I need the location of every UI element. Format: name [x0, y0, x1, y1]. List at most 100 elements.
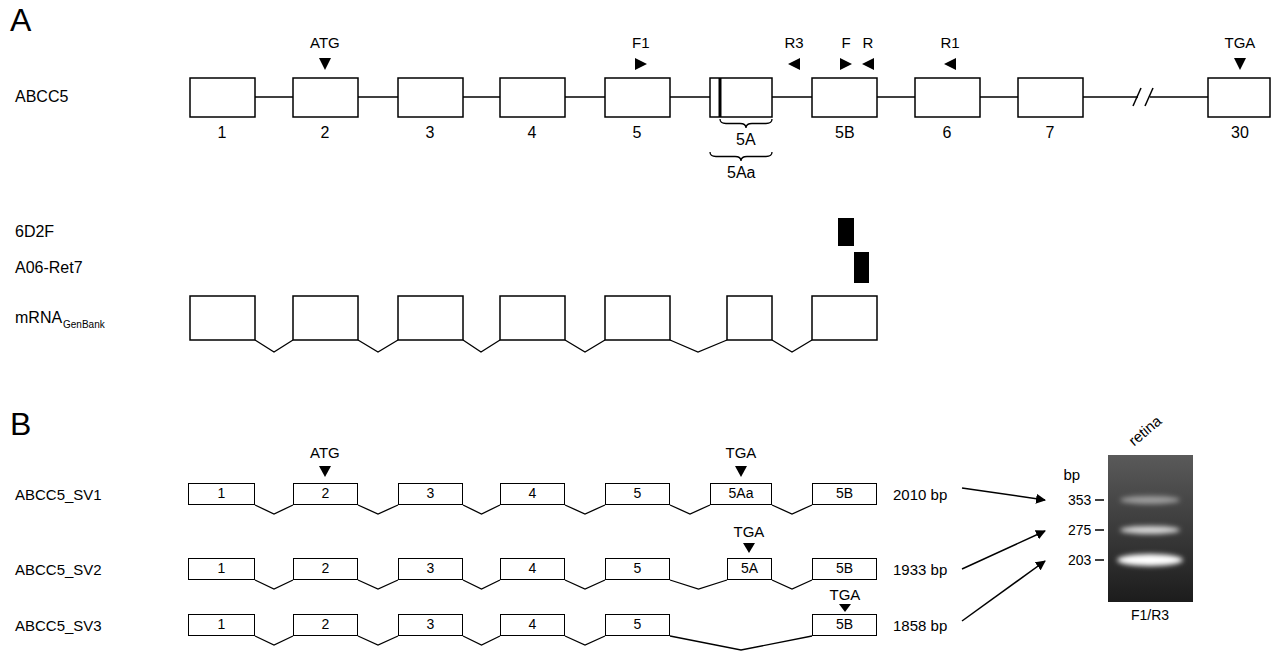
pointer-arrow: [962, 561, 1045, 621]
exon-box: 5: [605, 483, 670, 505]
exon-box: 5: [605, 614, 670, 636]
exon-box: 5: [605, 558, 670, 580]
exon-box: 2: [293, 483, 358, 505]
exon-number: 5B: [835, 124, 855, 142]
track-subscript: GenBank: [63, 319, 105, 331]
exon-label: 1: [218, 561, 226, 576]
splice-line: [670, 636, 812, 650]
exon-box: 4: [500, 483, 565, 505]
size-tick: [1095, 529, 1104, 531]
axis-unit: bp: [1064, 466, 1081, 483]
codon-label: ATG: [310, 34, 340, 51]
splice-line: [772, 580, 812, 589]
splice-line: [670, 580, 727, 589]
exon-number: 5: [633, 124, 642, 142]
clone-bar: [838, 218, 854, 246]
splice-line: [772, 505, 812, 514]
primer-label: R1: [941, 34, 960, 51]
exon-box: 1: [188, 614, 255, 636]
splice-line: [255, 505, 293, 514]
gene-name: ABCC5: [15, 88, 68, 106]
marker-triangle: [1234, 58, 1246, 70]
mrna-splice: [670, 340, 727, 352]
splice-line: [565, 636, 605, 645]
pointer-arrow: [962, 488, 1045, 621]
splice-line: [463, 636, 500, 645]
splice-line: [255, 636, 293, 645]
break-mark: [1145, 88, 1153, 106]
exon-label: 5: [634, 486, 642, 501]
marker-triangle: [862, 58, 874, 70]
panel-letter: A: [10, 2, 31, 39]
mrna-exon: [727, 296, 772, 340]
primer-label: R: [863, 34, 874, 51]
exon-rect: [710, 78, 772, 117]
marker-triangle: [743, 543, 755, 553]
gel-image: [1120, 496, 1180, 504]
splice-site-mark: [719, 78, 722, 117]
exon-rect: [1208, 78, 1270, 117]
exon-label: 2: [322, 617, 330, 632]
transcript-name: ABCC5_SV1: [15, 486, 102, 503]
clone-name: 6D2F: [15, 223, 54, 241]
exon-rect: [190, 78, 255, 117]
exon-box: 1: [188, 558, 255, 580]
gene-backbone: [255, 96, 1138, 98]
exon-label: 5A: [741, 561, 758, 576]
clone-bar: [854, 252, 869, 283]
exon-box: 3: [398, 614, 463, 636]
exon-box: 5A: [727, 558, 772, 580]
size-label: 1858 bp: [893, 617, 947, 634]
size-tick: [1095, 500, 1104, 560]
exon-label: 4: [529, 617, 537, 632]
size-label: 2010 bp: [893, 486, 947, 503]
exon-box: 3: [398, 483, 463, 505]
marker-size: 275: [1068, 522, 1091, 538]
exon-label: 5: [634, 617, 642, 632]
lane-label: retina: [1125, 412, 1165, 449]
exon-rect: [398, 78, 463, 117]
splice-line: [565, 580, 605, 589]
splice-line: [358, 636, 398, 645]
mrna-splice: [565, 340, 605, 352]
exon-label: 4: [529, 486, 537, 501]
exon-number: 4: [528, 124, 537, 142]
codon-label: ATG: [310, 444, 340, 461]
gel-image: [1120, 526, 1180, 534]
exon-box: 3: [398, 558, 463, 580]
exon-label: 4: [529, 561, 537, 576]
exon-number: 5A: [736, 131, 756, 149]
exon-rect: [812, 78, 877, 117]
splice-site-mark: [719, 78, 722, 117]
exon-number: 3: [426, 124, 435, 142]
pointer-arrow: [962, 531, 1045, 569]
mrna-splice: [255, 340, 293, 352]
exon-rect: [500, 78, 565, 117]
break-mark: [1133, 88, 1153, 106]
codon-label: TGA: [1225, 34, 1256, 51]
marker-triangle: [840, 58, 852, 70]
brace: [710, 152, 772, 161]
marker-triangle: [319, 58, 1246, 612]
exon-rect: [915, 78, 980, 117]
exon-box: 5B: [812, 483, 877, 505]
size-label: 1933 bp: [893, 561, 947, 578]
primer-pair: F1/R3: [1131, 607, 1169, 623]
exon-label: 5B: [836, 561, 853, 576]
primer-label: F: [842, 34, 851, 51]
mrna-exon: [293, 296, 358, 340]
clone-bar: [838, 218, 869, 283]
break-mark: [1133, 88, 1141, 106]
marker-triangle: [319, 58, 331, 70]
exon-box: 5B: [812, 558, 877, 580]
size-tick: [1095, 499, 1104, 501]
marker-triangle: [735, 466, 747, 477]
exon-number: 2: [321, 124, 330, 142]
mrna-splice: [255, 340, 812, 352]
exon-box: 4: [500, 614, 565, 636]
exon-box: 2: [293, 614, 358, 636]
exon-label: 1: [218, 486, 226, 501]
exon-rect: [605, 78, 670, 117]
pointer-arrow: [962, 488, 1045, 500]
